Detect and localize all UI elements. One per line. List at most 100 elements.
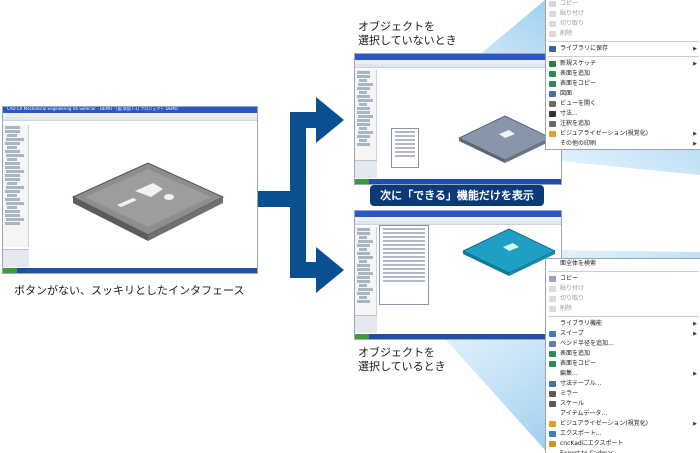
menu-item-label: エクスポート... — [560, 430, 602, 437]
selected-plate — [462, 228, 556, 276]
submenu-arrow-icon: ▶ — [693, 141, 697, 147]
menu-item[interactable]: 寸法テーブル... — [546, 379, 700, 389]
submenu-arrow-icon: ▶ — [693, 331, 697, 337]
dimension-icon — [549, 111, 556, 117]
menu-item-label: ミラー — [560, 390, 579, 397]
menu-item[interactable]: ミラー — [546, 389, 700, 399]
surface-add-icon — [549, 351, 556, 357]
menu-item: 削除 — [546, 29, 700, 39]
unselected-plate — [458, 115, 552, 163]
menu-item-label: 面全体を検索 — [560, 260, 597, 267]
arrow-top-head — [316, 97, 344, 143]
menu-item[interactable]: ビジュアライゼーション(視覚化) ▶ — [546, 419, 700, 429]
menu-item-label: アイテムデータ... — [560, 410, 608, 417]
menu-item-label: ビジュアライゼーション(視覚化) — [560, 420, 649, 427]
plate-hole — [164, 194, 174, 200]
menu-item-label: スイープ — [560, 330, 584, 337]
context-menu-unselected[interactable]: コピー貼り付け切り取り削除ライブラリに保存▶新規スケッチ▶表面を追加表面をコピー… — [545, 0, 700, 150]
menu-item[interactable]: Export to Cadmac... — [546, 449, 700, 453]
submenu-arrow-icon: ▶ — [693, 421, 697, 427]
menu-item-label: 削除 — [560, 305, 573, 312]
selected-callout-line1: オブジェクトを — [358, 346, 435, 359]
menu-item-label: ライブラリに保存 — [560, 45, 609, 52]
feature-banner: 次に「できる」機能だけを表示 — [370, 185, 544, 206]
menu-item-label: その他の印刷 — [560, 140, 597, 147]
bend-icon — [549, 341, 556, 347]
menu-item[interactable]: ライブラリに保存 ▶ — [546, 44, 700, 54]
menu-item[interactable]: 表面を追加 — [546, 69, 700, 79]
start-button — [3, 268, 17, 273]
menu-item-label: 寸法テーブル... — [560, 380, 602, 387]
context-menu-selected[interactable]: 面全体を検索コピー貼り付け切り取り削除ライブラリ機能▶スイープ▶ベンド半径を追加… — [545, 258, 700, 453]
menu-item[interactable]: 寸法... — [546, 109, 700, 119]
menu-item: コピー — [546, 0, 700, 9]
menu-item-label: 切り取り — [560, 295, 585, 302]
menu-item[interactable]: スケール — [546, 399, 700, 409]
menu-item[interactable]: 注釈を追加 — [546, 119, 700, 129]
menu-item[interactable]: ビジュアライゼーション(視覚化)▶ — [546, 129, 700, 139]
menu-item-label: 貼り付け — [560, 10, 585, 17]
copy-icon — [549, 1, 556, 7]
menu-item[interactable]: コピー — [546, 274, 700, 284]
submenu-arrow-icon: ▶ — [693, 46, 697, 52]
menu-item-label: 注釈を追加 — [560, 120, 591, 127]
menu-item-label: ライブラリ機能 — [560, 320, 603, 327]
menu-item[interactable]: ビューを開く — [546, 99, 700, 109]
menu-item[interactable]: 表面をコピー — [546, 79, 700, 89]
menu-item[interactable]: その他の印刷 ▶ — [546, 139, 700, 149]
menu-item: 貼り付け — [546, 284, 700, 294]
menu-item-label: 切り取り — [560, 20, 585, 27]
menu-item[interactable]: cncKadにエクスポート — [546, 439, 700, 449]
selected-toolbar — [355, 221, 561, 225]
unselected-mini-menu — [391, 128, 419, 168]
view-icon — [549, 101, 556, 107]
unselected-callout-line1: オブジェクトを — [358, 20, 435, 33]
menu-item[interactable]: 面全体を検索 — [546, 259, 700, 269]
menu-item: 削除 — [546, 304, 700, 314]
unselected-taskbar — [355, 179, 561, 184]
menu-item-label: スケール — [560, 400, 585, 407]
menu-item-label: 新規スケッチ — [560, 60, 597, 67]
menu-item[interactable]: 表面をコピー — [546, 359, 700, 369]
selected-taskbar — [355, 334, 561, 339]
arrow-bottom-shaft — [290, 262, 318, 278]
menu-item-label: コピー — [560, 0, 579, 7]
menu-item[interactable]: 図面 — [546, 89, 700, 99]
menu-item[interactable]: 表面を追加 — [546, 349, 700, 359]
menu-item-label: 図面 — [560, 90, 573, 97]
menu-item[interactable]: 編集...▶ — [546, 369, 700, 379]
menu-item-label: 表面をコピー — [560, 80, 597, 87]
menu-item-label: 表面をコピー — [560, 360, 597, 367]
drawing-icon — [549, 91, 556, 97]
menu-item-label: コピー — [560, 275, 579, 282]
menu-item-label: 削除 — [560, 30, 573, 37]
menu-item[interactable]: ライブラリ機能▶ — [546, 319, 700, 329]
submenu-arrow-icon: ▶ — [693, 371, 697, 377]
annotation-icon — [549, 121, 556, 127]
taskbar — [3, 268, 257, 273]
arrow-stem — [258, 191, 298, 207]
menu-item-label: 表面を追加 — [560, 70, 591, 77]
delete-icon — [549, 31, 556, 37]
selected-start-button — [355, 334, 369, 339]
sweep-icon — [549, 331, 556, 337]
surface-copy-icon — [549, 361, 556, 367]
cut-icon — [549, 296, 556, 302]
unselected-callout: オブジェクトを 選択していないとき — [358, 20, 457, 48]
export-icon — [549, 431, 556, 437]
menu-item[interactable]: 新規スケッチ▶ — [546, 59, 700, 69]
scale-icon — [549, 401, 556, 407]
menu-item[interactable]: アイテムデータ... — [546, 409, 700, 419]
main-window-titlebar: CAD CX Mechanical Engineering V6 Seminar… — [3, 107, 257, 113]
visualization-icon — [549, 421, 556, 427]
main-window-screenshot: CAD CX Mechanical Engineering V6 Seminar… — [2, 106, 258, 274]
cut-icon — [549, 21, 556, 27]
menu-item[interactable]: スイープ ▶ — [546, 329, 700, 339]
menu-item[interactable]: ベンド半径を追加... — [546, 339, 700, 349]
menu-item-label: ビジュアライゼーション(視覚化) — [560, 130, 649, 137]
selected-mini-menu — [379, 225, 429, 305]
selected-property-panel — [355, 315, 377, 333]
menu-separator — [548, 271, 699, 272]
menu-item[interactable]: エクスポート... — [546, 429, 700, 439]
